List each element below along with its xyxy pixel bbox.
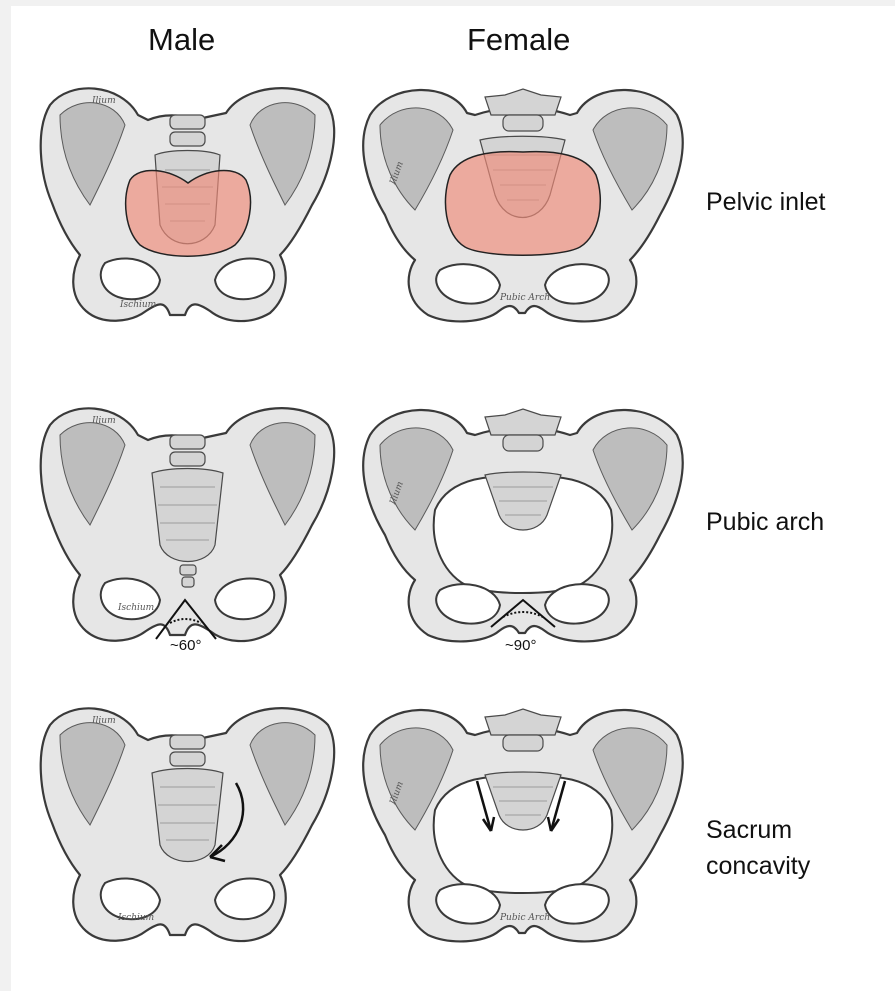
bone-label-ischium-male: Ischium — [119, 300, 156, 310]
male-pelvis-pubic-arch: Ilium Ischium — [30, 395, 345, 645]
row-label-sacrum-line2: concavity — [706, 848, 810, 884]
female-pubic-angle-label: ~90° — [505, 637, 536, 654]
female-pelvis-pubic-arch: Ilium — [355, 395, 690, 645]
male-pubic-angle-label: ~60° — [170, 637, 201, 654]
female-pelvis-sacrum: Ilium Pubic Arch — [355, 695, 690, 945]
bone-label-ischium-male-2: Ischium — [117, 603, 154, 613]
row-label-sacrum-concavity: Sacrum concavity — [706, 812, 810, 884]
bone-label-ilium-male: Ilium — [91, 96, 116, 106]
row-label-sacrum-line1: Sacrum — [706, 812, 810, 848]
male-pelvis-sacrum: Ilium Ischium — [30, 695, 345, 945]
column-header-female: Female — [467, 22, 570, 58]
bone-label-ilium-male-2: Ilium — [91, 416, 116, 426]
row-label-pelvic-inlet: Pelvic inlet — [706, 184, 826, 220]
male-pelvis-inlet: Ilium Ischium — [30, 75, 345, 325]
bone-label-ischium-male-3: Ischium — [117, 913, 154, 923]
column-header-male: Male — [148, 22, 215, 58]
bone-label-pubic-arch-female: Pubic Arch — [499, 293, 550, 303]
bone-label-ilium-male-3: Ilium — [91, 716, 116, 726]
row-label-pubic-arch: Pubic arch — [706, 504, 824, 540]
female-pelvis-inlet: Ilium Pubic Arch — [355, 75, 690, 325]
bone-label-pubic-arch-female-3: Pubic Arch — [499, 913, 550, 923]
